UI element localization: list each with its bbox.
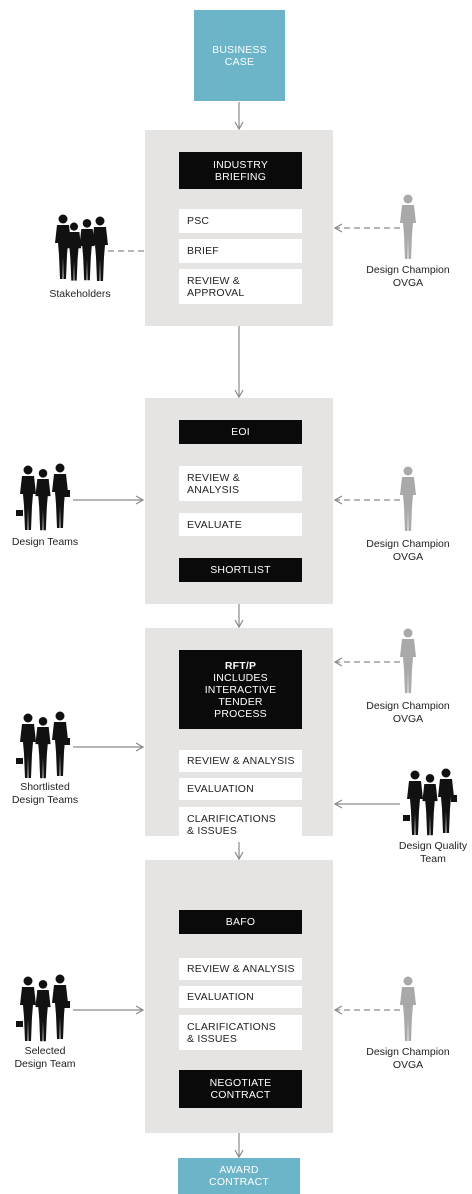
design-teams-group-icon: [16, 463, 70, 531]
design-quality-team-group-icon: [403, 768, 457, 836]
design-quality-team-label: Design Quality Team: [398, 840, 468, 865]
stakeholders-label: Stakeholders: [49, 288, 111, 300]
stakeholders-group-icon: [55, 214, 108, 281]
design-champion-icon: [400, 976, 416, 1041]
review-analysis-box: REVIEW & ANALYSIS: [179, 958, 302, 980]
industry-briefing-box: INDUSTRY BRIEFING: [179, 152, 302, 189]
rftp-description: INCLUDES INTERACTIVE TENDER PROCESS: [204, 671, 277, 720]
design-champion-icon: [400, 628, 416, 693]
selected-design-team-label: Selected Design Team: [14, 1045, 76, 1070]
shortlist-box: SHORTLIST: [179, 558, 302, 582]
design-champion-label: Design Champion OVGA: [366, 538, 450, 563]
design-champion-label: Design Champion OVGA: [366, 1046, 450, 1071]
design-champion-icon: [400, 194, 416, 259]
rftp-box: RFT/P INCLUDES INTERACTIVE TENDER PROCES…: [179, 650, 302, 729]
shortlisted-design-teams-label: Shortlisted Design Teams: [11, 781, 79, 806]
psc-box: PSC: [179, 209, 302, 233]
evaluation-box: EVALUATION: [179, 986, 302, 1008]
design-champion-icon: [400, 466, 416, 531]
evaluate-box: EVALUATE: [179, 513, 302, 536]
clarifications-box: CLARIFICATIONS & ISSUES: [179, 1015, 302, 1050]
negotiate-contract-box: NEGOTIATE CONTRACT: [179, 1070, 302, 1108]
clarifications-box: CLARIFICATIONS & ISSUES: [179, 807, 302, 842]
shortlisted-design-teams-group-icon: [16, 711, 70, 779]
business-case-box: BUSINESS CASE: [194, 10, 285, 101]
award-contract-box: AWARD CONTRACT: [178, 1158, 300, 1194]
review-approval-box: REVIEW & APPROVAL: [179, 269, 302, 304]
design-champion-label: Design Champion OVGA: [366, 264, 450, 289]
design-champion-label: Design Champion OVGA: [366, 700, 450, 725]
eoi-box: EOI: [179, 420, 302, 444]
review-analysis-box: REVIEW & ANALYSIS: [179, 750, 302, 772]
rftp-title: RFT/P: [224, 659, 257, 672]
brief-box: BRIEF: [179, 239, 302, 263]
review-analysis-box: REVIEW & ANALYSIS: [179, 466, 302, 501]
design-teams-label: Design Teams: [11, 536, 79, 548]
selected-design-team-group-icon: [16, 974, 70, 1042]
bafo-box: BAFO: [179, 910, 302, 934]
evaluation-box: EVALUATION: [179, 778, 302, 800]
